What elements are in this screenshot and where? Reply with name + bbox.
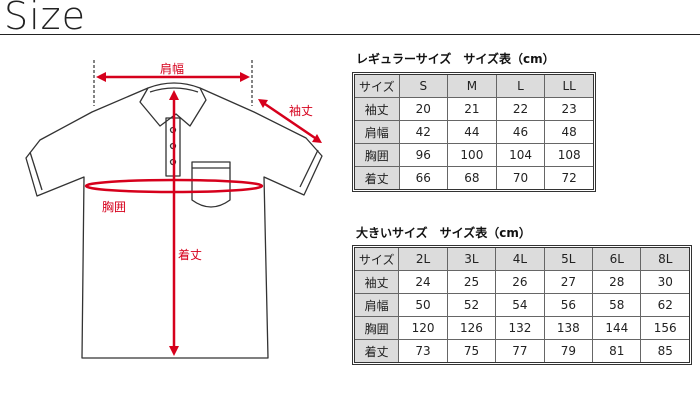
table-cell: 144 bbox=[593, 317, 642, 340]
row-label: 着丈 bbox=[355, 340, 400, 362]
row-label: 着丈 bbox=[355, 167, 400, 189]
table-cell: 44 bbox=[448, 121, 497, 144]
table-cell: 126 bbox=[447, 317, 497, 340]
table-header-row: サイズ S M L LL bbox=[355, 75, 593, 98]
shoulder-label: 肩幅 bbox=[160, 62, 185, 76]
table-row: 着丈 66 68 70 72 bbox=[355, 167, 593, 189]
table-cell: 104 bbox=[496, 144, 546, 167]
table-header-cell: 4L bbox=[496, 248, 545, 271]
large-table-title: 大きいサイズ サイズ表（cm） bbox=[356, 226, 531, 240]
table-header-cell: 5L bbox=[544, 248, 594, 271]
table-cell: 26 bbox=[496, 271, 545, 294]
table-header-cell: 6L bbox=[593, 248, 642, 271]
page-title: Size bbox=[4, 0, 87, 38]
table-cell: 156 bbox=[641, 317, 689, 340]
row-label: 胸囲 bbox=[355, 144, 400, 167]
table-cell: 79 bbox=[545, 340, 594, 362]
table-row: 肩幅 50 52 54 56 58 62 bbox=[355, 294, 689, 317]
table-cell: 62 bbox=[641, 294, 689, 317]
table-cell: 21 bbox=[448, 98, 497, 121]
table-cell: 66 bbox=[400, 167, 449, 189]
table-cell: 100 bbox=[448, 144, 497, 167]
table-cell: 73 bbox=[399, 340, 448, 362]
row-label: 袖丈 bbox=[355, 271, 400, 294]
table-row: 袖丈 20 21 22 23 bbox=[355, 98, 593, 121]
table-cell: 70 bbox=[497, 167, 546, 189]
right-cuff-line bbox=[299, 149, 319, 188]
table-header-cell: サイズ bbox=[355, 248, 400, 271]
table-cell: 28 bbox=[593, 271, 642, 294]
table-cell: 24 bbox=[399, 271, 448, 294]
table-header-cell: 2L bbox=[399, 248, 448, 271]
table-cell: 77 bbox=[496, 340, 545, 362]
table-cell: 132 bbox=[496, 317, 545, 340]
table-cell: 20 bbox=[399, 98, 449, 121]
row-label: 袖丈 bbox=[355, 98, 400, 121]
row-label: 胸囲 bbox=[355, 317, 400, 340]
polo-shirt-diagram bbox=[25, 60, 323, 359]
table-cell: 81 bbox=[593, 340, 642, 362]
table-header-cell: L bbox=[496, 75, 546, 98]
pocket bbox=[191, 161, 231, 208]
table-cell: 46 bbox=[496, 121, 546, 144]
table-header-row: サイズ 2L 3L 4L 5L 6L 8L bbox=[355, 248, 689, 271]
table-cell: 23 bbox=[545, 98, 593, 121]
table-cell: 27 bbox=[544, 271, 594, 294]
shoulder-arrow bbox=[96, 72, 250, 82]
length-label: 着丈 bbox=[178, 248, 203, 262]
shirt-body-outline bbox=[25, 87, 323, 359]
large-size-table: サイズ 2L 3L 4L 5L 6L 8L 袖丈 24 25 26 27 28 … bbox=[352, 245, 692, 365]
table-cell: 138 bbox=[544, 317, 594, 340]
table-header-cell: 8L bbox=[641, 248, 689, 271]
sleeve-arrow bbox=[258, 99, 322, 143]
table-header-cell: サイズ bbox=[355, 75, 400, 98]
table-row: 肩幅 42 44 46 48 bbox=[355, 121, 593, 144]
table-cell: 108 bbox=[545, 144, 593, 167]
table-cell: 96 bbox=[399, 144, 449, 167]
collar-back bbox=[149, 87, 199, 93]
length-arrow bbox=[169, 90, 179, 356]
table-cell: 42 bbox=[399, 121, 449, 144]
table-cell: 25 bbox=[447, 271, 497, 294]
table-cell: 52 bbox=[447, 294, 497, 317]
table-cell: 75 bbox=[448, 340, 497, 362]
table-cell: 58 bbox=[593, 294, 642, 317]
table-header-cell: M bbox=[448, 75, 497, 98]
table-header-cell: 3L bbox=[447, 248, 497, 271]
table-cell: 48 bbox=[545, 121, 593, 144]
table-cell: 50 bbox=[399, 294, 448, 317]
regular-size-table: サイズ S M L LL 袖丈 20 21 22 23 肩幅 42 44 46 … bbox=[352, 72, 596, 192]
table-cell: 68 bbox=[448, 167, 497, 189]
table-header-cell: LL bbox=[545, 75, 593, 98]
table-row: 袖丈 24 25 26 27 28 30 bbox=[355, 271, 689, 294]
table-row: 胸囲 96 100 104 108 bbox=[355, 144, 593, 167]
chest-label: 胸囲 bbox=[102, 200, 127, 214]
table-cell: 72 bbox=[561, 171, 577, 185]
table-cell: 54 bbox=[496, 294, 545, 317]
table-row: 胸囲 120 126 132 138 144 156 bbox=[355, 317, 689, 340]
sleeve-label: 袖丈 bbox=[289, 104, 314, 118]
left-cuff-line bbox=[29, 151, 43, 191]
table-cell: 85 bbox=[657, 344, 673, 358]
table-cell: 120 bbox=[399, 317, 448, 340]
title-divider bbox=[0, 34, 700, 35]
regular-table-title: レギュラーサイズ サイズ表（cm） bbox=[356, 52, 555, 66]
table-cell: 56 bbox=[544, 294, 594, 317]
row-label: 肩幅 bbox=[355, 294, 400, 317]
table-cell: 30 bbox=[641, 271, 689, 294]
table-header-cell: S bbox=[399, 75, 449, 98]
table-row: 着丈 73 75 77 79 81 85 bbox=[355, 340, 689, 362]
row-label: 肩幅 bbox=[355, 121, 400, 144]
table-cell: 22 bbox=[496, 98, 546, 121]
